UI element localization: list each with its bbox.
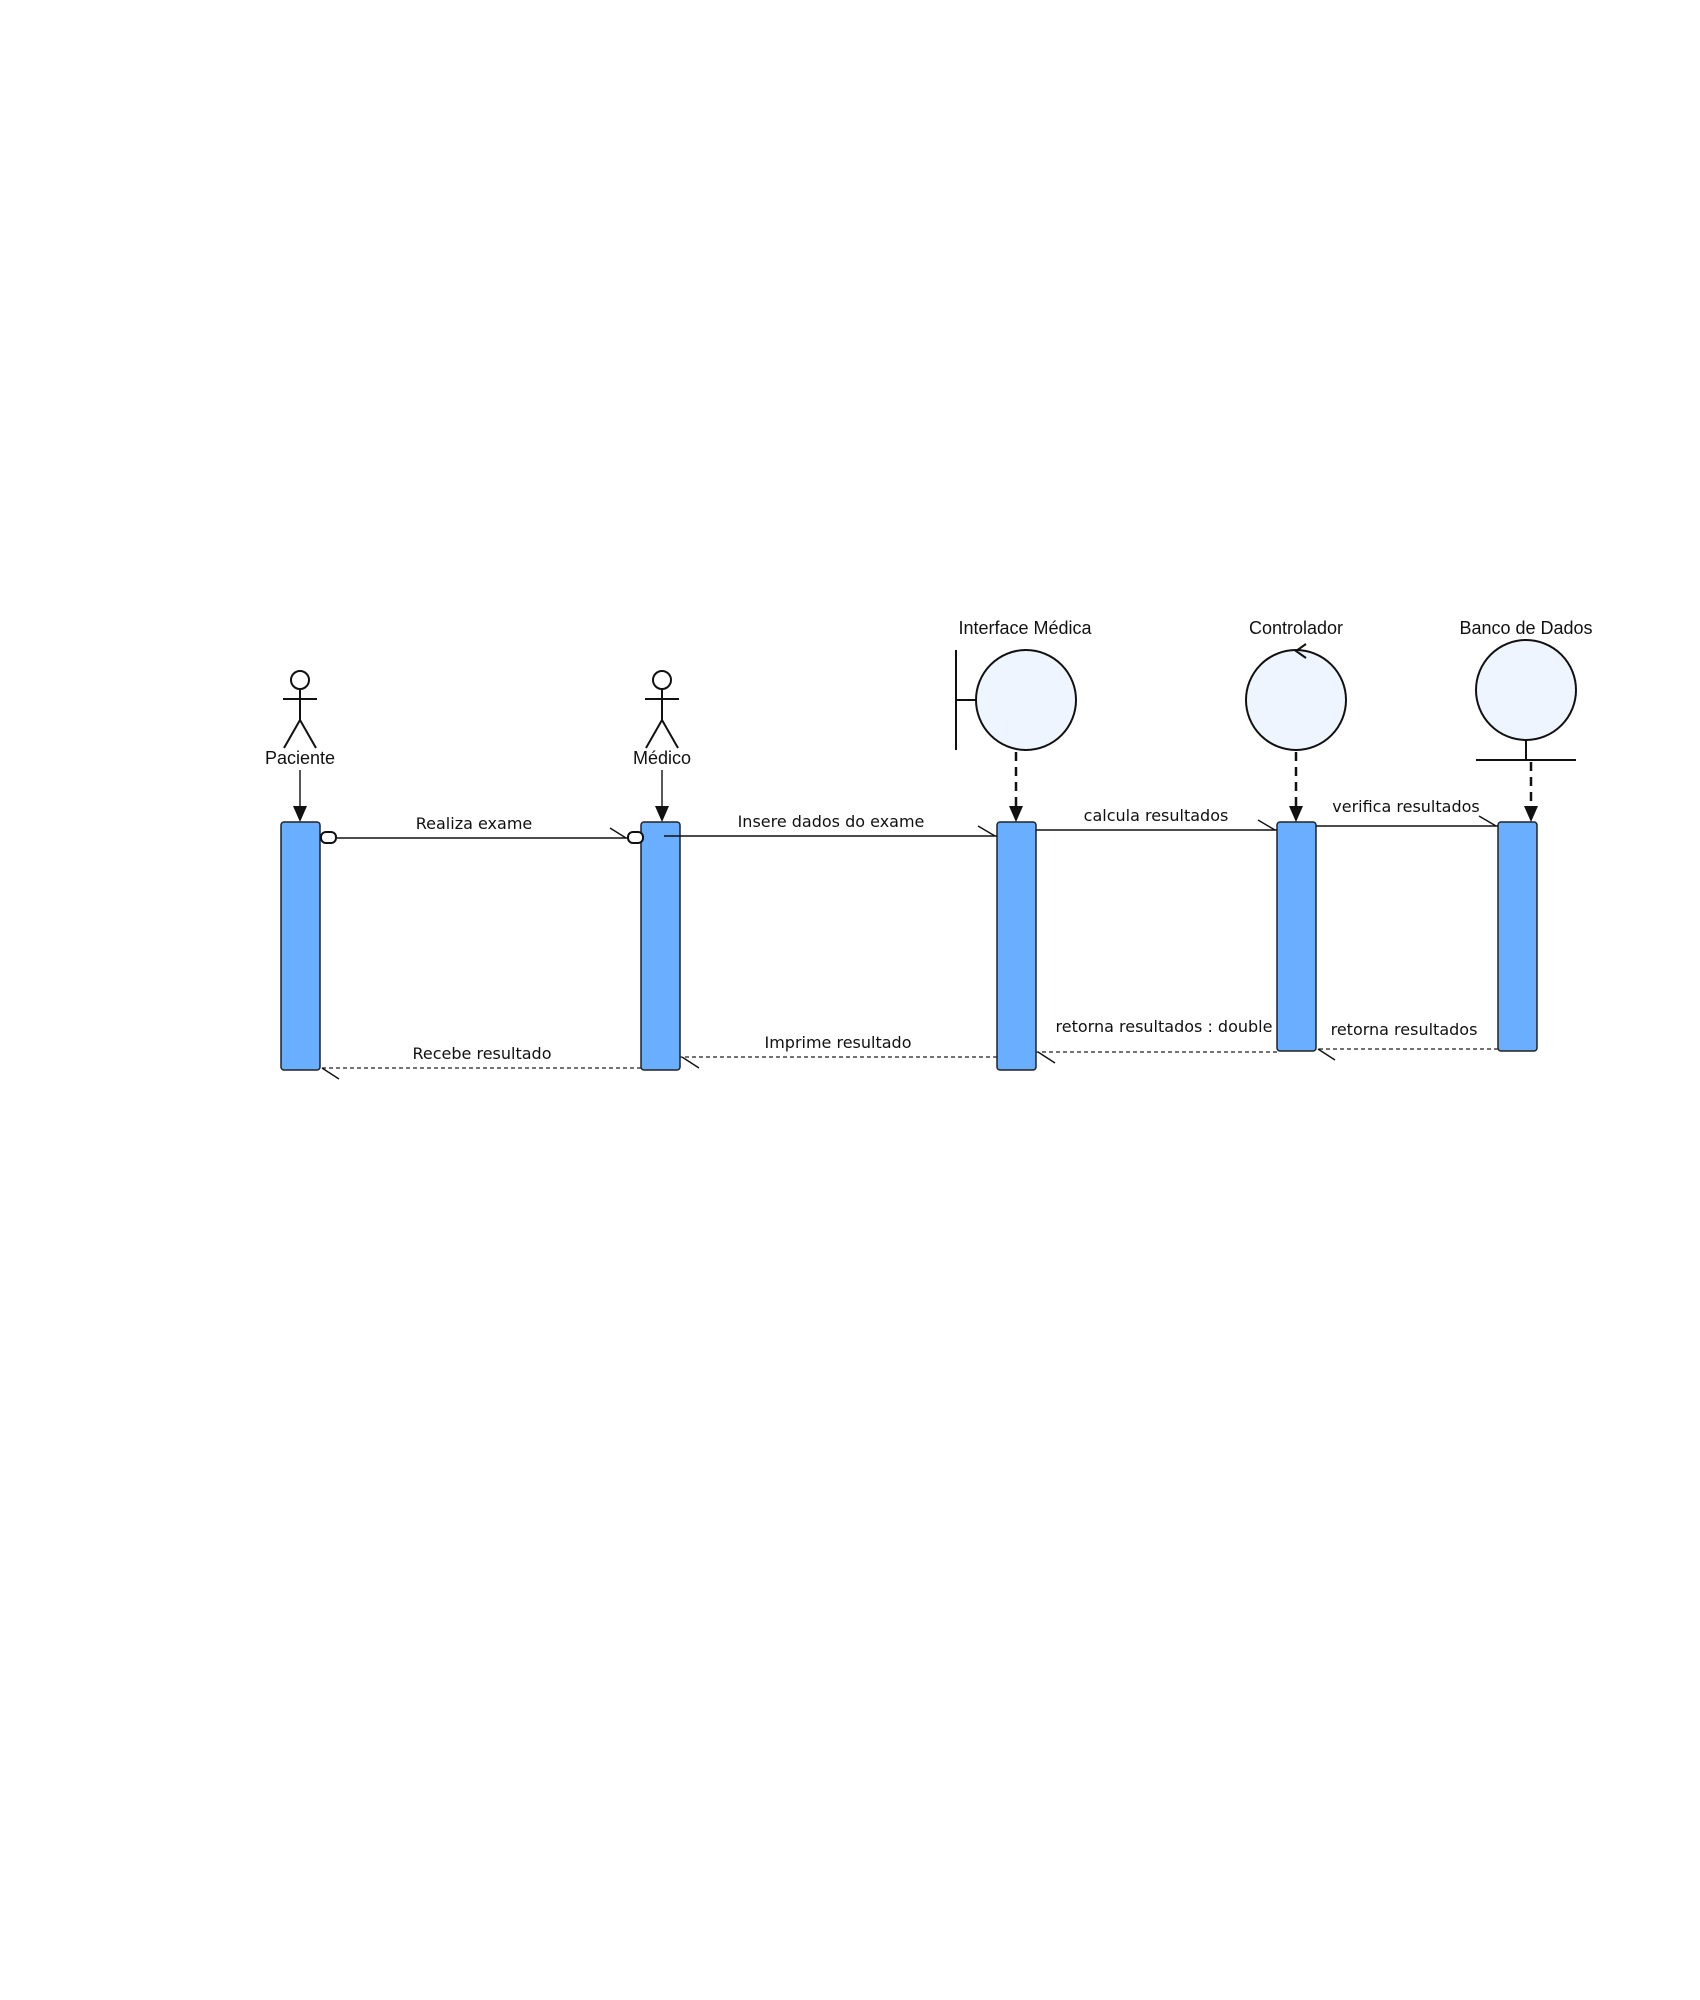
return-recebe-resultado: Recebe resultado (320, 1044, 641, 1080)
control-controlador: Controlador (1245, 618, 1347, 751)
entity-banco-de-dados: Banco de Dados (1459, 618, 1593, 761)
actor-head-icon (652, 670, 672, 690)
boundary-icon (975, 649, 1077, 751)
return-retorna-resultados: retorna resultados (1316, 1020, 1498, 1061)
message-label-retorna-db: retorna resultados (1331, 1020, 1478, 1039)
actor-paciente: Paciente (265, 670, 335, 768)
actor-head-icon (290, 670, 310, 690)
message-realiza-exame: Realiza exame (320, 814, 644, 844)
message-label-recebe: Recebe resultado (413, 1044, 552, 1063)
message-verifica-resultados: verifica resultados (1316, 797, 1498, 827)
message-label-retorna-double: retorna resultados : double (1056, 1017, 1273, 1036)
port-icon (627, 831, 644, 844)
lifeline-arrow-controlador (1289, 806, 1303, 822)
actor-medico: Médico (633, 670, 691, 768)
participant-label-banco: Banco de Dados (1459, 618, 1592, 638)
message-calcula-resultados: calcula resultados (1036, 806, 1277, 831)
participant-label-medico: Médico (633, 748, 691, 768)
boundary-interface-medica: Interface Médica (955, 618, 1093, 751)
lifeline-arrow-paciente (293, 806, 307, 822)
message-label-realiza-exame: Realiza exame (416, 814, 533, 833)
control-arrow-icon (1294, 643, 1307, 659)
activation-bar-controlador (1276, 821, 1317, 1052)
message-label-insere-dados: Insere dados do exame (738, 812, 925, 831)
message-label-verifica: verifica resultados (1332, 797, 1479, 816)
activation-bar-banco (1497, 821, 1538, 1052)
lifeline-arrow-medico (655, 806, 669, 822)
message-label-calcula: calcula resultados (1084, 806, 1229, 825)
message-label-imprime: Imprime resultado (764, 1033, 911, 1052)
entity-icon (1475, 639, 1577, 741)
message-insere-dados: Insere dados do exame (664, 812, 997, 837)
control-icon (1245, 649, 1347, 751)
port-icon (320, 831, 337, 844)
return-imprime-resultado: Imprime resultado (680, 1033, 997, 1069)
activation-bar-medico (640, 821, 681, 1071)
return-retorna-double: retorna resultados : double (1036, 1017, 1277, 1064)
activation-bar-paciente (280, 821, 321, 1071)
participant-label-paciente: Paciente (265, 748, 335, 768)
lifeline-arrow-banco (1524, 806, 1538, 822)
participant-label-controlador: Controlador (1249, 618, 1343, 638)
activation-bar-interface (996, 821, 1037, 1071)
participant-label-interface: Interface Médica (958, 618, 1092, 638)
lifeline-arrow-interface (1009, 806, 1023, 822)
